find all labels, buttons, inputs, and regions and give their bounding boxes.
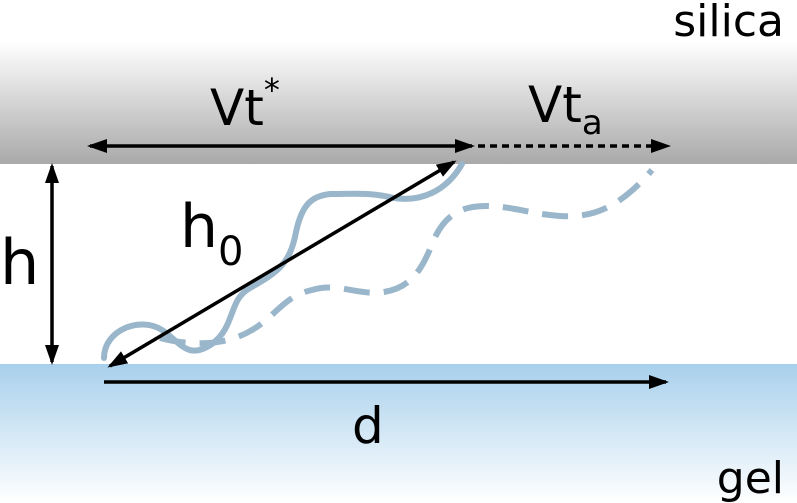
vta-label: Vta: [528, 76, 603, 143]
h-label: h: [0, 226, 39, 299]
h0-sub: 0: [218, 229, 243, 275]
h0-base: h: [180, 192, 218, 262]
h0-label: h0: [180, 192, 243, 275]
gel-label: gel: [717, 453, 784, 503]
vtstar-label: Vt*: [210, 71, 280, 137]
vtstar-base: Vt: [210, 79, 264, 137]
polymer-chain-solid: [101, 161, 465, 361]
h0-arrow: [107, 160, 457, 368]
gel-layer: [0, 364, 797, 503]
vtstar-sup: *: [264, 71, 280, 109]
vta-base: Vt: [528, 76, 582, 134]
vta-sub: a: [582, 103, 603, 143]
d-label: d: [352, 397, 384, 455]
silica-label: silica: [673, 0, 784, 47]
